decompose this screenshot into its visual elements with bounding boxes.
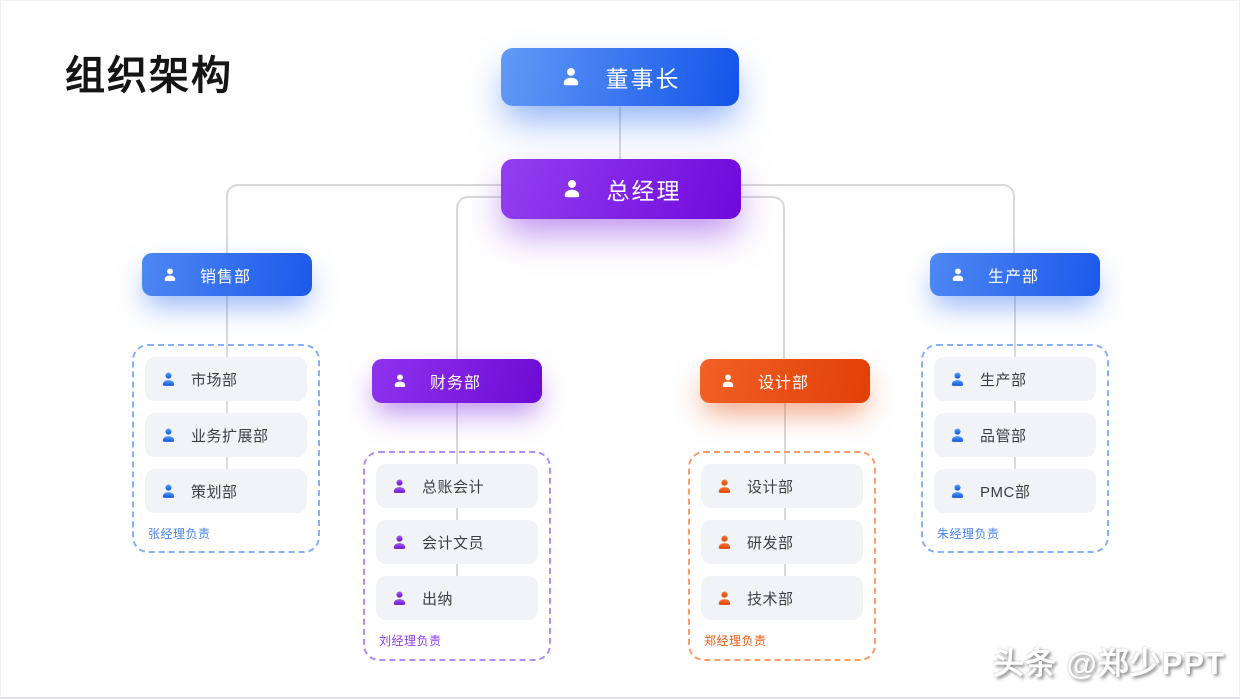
person-icon (392, 373, 408, 389)
sub-dept-label: 市场部 (191, 371, 238, 389)
org-node-chairman: 董事长 (501, 48, 739, 106)
person-icon (950, 267, 966, 283)
sub-dept-item: 总账会计 (376, 464, 538, 508)
sub-dept-label: 研发部 (747, 534, 794, 552)
person-icon (716, 590, 733, 607)
manager-note: 张经理负责 (148, 527, 211, 541)
sub-dept-item: 策划部 (145, 469, 307, 513)
page-title: 组织架构 (65, 54, 233, 98)
person-icon (949, 371, 966, 388)
org-node-finance-dept: 财务部 (372, 359, 542, 403)
sub-dept-label: 生产部 (980, 371, 1027, 389)
watermark: 头条 @郑少PPT (992, 646, 1225, 681)
org-node-label: 财务部 (430, 375, 482, 392)
connector-item-gap (784, 564, 786, 576)
sub-dept-label: 出纳 (422, 590, 454, 608)
sub-dept-item: 市场部 (145, 357, 307, 401)
sub-dept-label: PMC部 (980, 483, 1031, 501)
sub-dept-label: 会计文员 (422, 534, 485, 552)
person-icon (561, 178, 583, 200)
person-icon (160, 483, 177, 500)
person-icon (160, 427, 177, 444)
connector-gm-design (620, 196, 785, 359)
connector-design-group (784, 403, 786, 465)
sub-dept-item: 研发部 (701, 520, 863, 564)
connector-gm-production (620, 184, 1015, 253)
branch-group-finance: 总账会计 会计文员 出纳 刘经理负责 (363, 451, 551, 661)
sub-dept-item: 会计文员 (376, 520, 538, 564)
manager-note: 朱经理负责 (937, 527, 1000, 541)
connector-item-gap (456, 508, 458, 520)
person-icon (716, 534, 733, 551)
sub-dept-label: 业务扩展部 (191, 427, 269, 445)
connector-item-gap (226, 401, 228, 413)
branch-group-design: 设计部 研发部 技术部 郑经理负责 (688, 451, 876, 661)
sub-dept-item: 业务扩展部 (145, 413, 307, 457)
org-node-label: 董事长 (605, 66, 681, 92)
connector-production-group (1014, 296, 1016, 358)
sub-dept-item: 生产部 (934, 357, 1096, 401)
connector-sales-group (226, 296, 228, 358)
connector-item-gap (784, 508, 786, 520)
sub-dept-label: 策划部 (191, 483, 238, 501)
org-node-production-dept: 生产部 (930, 253, 1100, 296)
sub-dept-item: 品管部 (934, 413, 1096, 457)
person-icon (720, 373, 736, 389)
person-icon (391, 478, 408, 495)
person-icon (949, 427, 966, 444)
connector-item-gap (226, 457, 228, 469)
sub-dept-item: 出纳 (376, 576, 538, 620)
person-icon (391, 590, 408, 607)
connector-finance-group (456, 403, 458, 465)
connector-item-gap (1014, 457, 1016, 469)
person-icon (391, 534, 408, 551)
sub-dept-item: 设计部 (701, 464, 863, 508)
connector-item-gap (1014, 401, 1016, 413)
person-icon (160, 371, 177, 388)
org-node-label: 生产部 (988, 268, 1040, 286)
person-icon (560, 66, 582, 88)
branch-group-sales: 市场部 业务扩展部 策划部 张经理负责 (132, 344, 320, 553)
connector-gm-finance (456, 196, 620, 359)
org-node-sales-dept: 销售部 (142, 253, 312, 296)
sub-dept-label: 技术部 (747, 590, 794, 608)
sub-dept-item: PMC部 (934, 469, 1096, 513)
person-icon (162, 267, 178, 283)
sub-dept-item: 技术部 (701, 576, 863, 620)
connector-gm-sales (226, 184, 620, 253)
org-node-general-manager: 总经理 (501, 159, 741, 219)
org-node-label: 设计部 (758, 375, 810, 392)
person-icon (716, 478, 733, 495)
connector-chairman-gm (619, 107, 621, 159)
org-node-design-dept: 设计部 (700, 359, 870, 403)
manager-note: 刘经理负责 (379, 634, 442, 648)
manager-note: 郑经理负责 (704, 634, 767, 648)
branch-group-production: 生产部 品管部 PMC部 朱经理负责 (921, 344, 1109, 553)
sub-dept-label: 总账会计 (422, 478, 485, 496)
org-node-label: 总经理 (606, 178, 682, 204)
connector-item-gap (456, 564, 458, 576)
org-node-label: 销售部 (200, 268, 252, 286)
sub-dept-label: 品管部 (980, 427, 1027, 445)
person-icon (949, 483, 966, 500)
sub-dept-label: 设计部 (747, 478, 794, 496)
